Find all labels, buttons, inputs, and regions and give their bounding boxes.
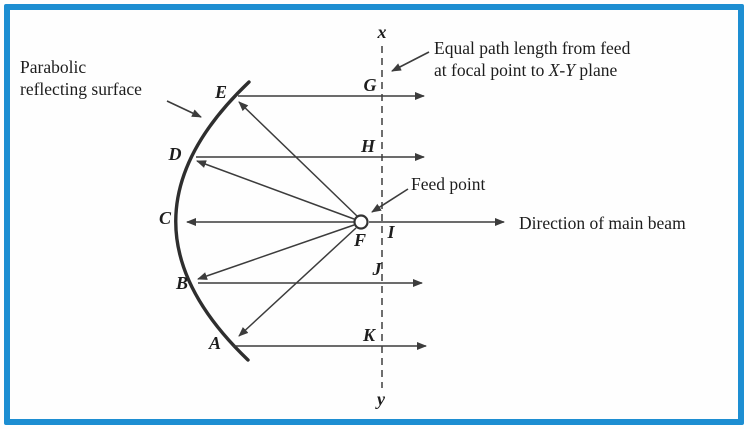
equal-path-label: Equal path length from feed at focal poi…: [434, 38, 630, 82]
point-label-b: B: [175, 272, 189, 293]
point-label-j: J: [372, 258, 382, 279]
parabola-curve: [174, 80, 251, 362]
point-label-d: D: [168, 143, 182, 164]
feed-point-label: Feed point: [411, 174, 486, 194]
ray-f-to-b: [197, 224, 355, 280]
equal-path-label-line2: at focal point to X-Y plane: [434, 59, 618, 80]
parabolic-label-leader-arrow: [166, 100, 202, 118]
point-label-a: A: [208, 332, 222, 353]
axis-label-y: y: [377, 388, 385, 409]
ray-f-to-e: [238, 101, 358, 217]
parabolic-surface-label-line2: reflecting surface: [20, 78, 142, 99]
parabolic-surface-label: Parabolic reflecting surface: [20, 57, 142, 101]
point-label-c: C: [158, 207, 172, 228]
point-label-i: I: [387, 221, 395, 242]
point-label-f: F: [353, 229, 367, 250]
ray-f-to-a: [238, 227, 357, 337]
main-beam-label: Direction of main beam: [519, 213, 686, 233]
point-label-k: K: [362, 324, 376, 345]
ray-f-to-d: [196, 160, 355, 220]
axis-label-x: x: [377, 21, 387, 42]
equal-path-xy-italic: X-Y: [548, 59, 575, 80]
feed-point-circle: [353, 214, 369, 230]
parabolic-surface-label-line1: Parabolic: [20, 57, 87, 77]
point-label-e: E: [214, 81, 228, 102]
equal-path-leader-arrow: [391, 51, 430, 72]
point-label-g: G: [363, 74, 377, 95]
equal-path-label-line1: Equal path length from feed: [434, 38, 631, 58]
feed-point-leader-arrow: [371, 188, 409, 213]
figure-border: [4, 4, 744, 425]
point-label-h: H: [360, 135, 376, 156]
